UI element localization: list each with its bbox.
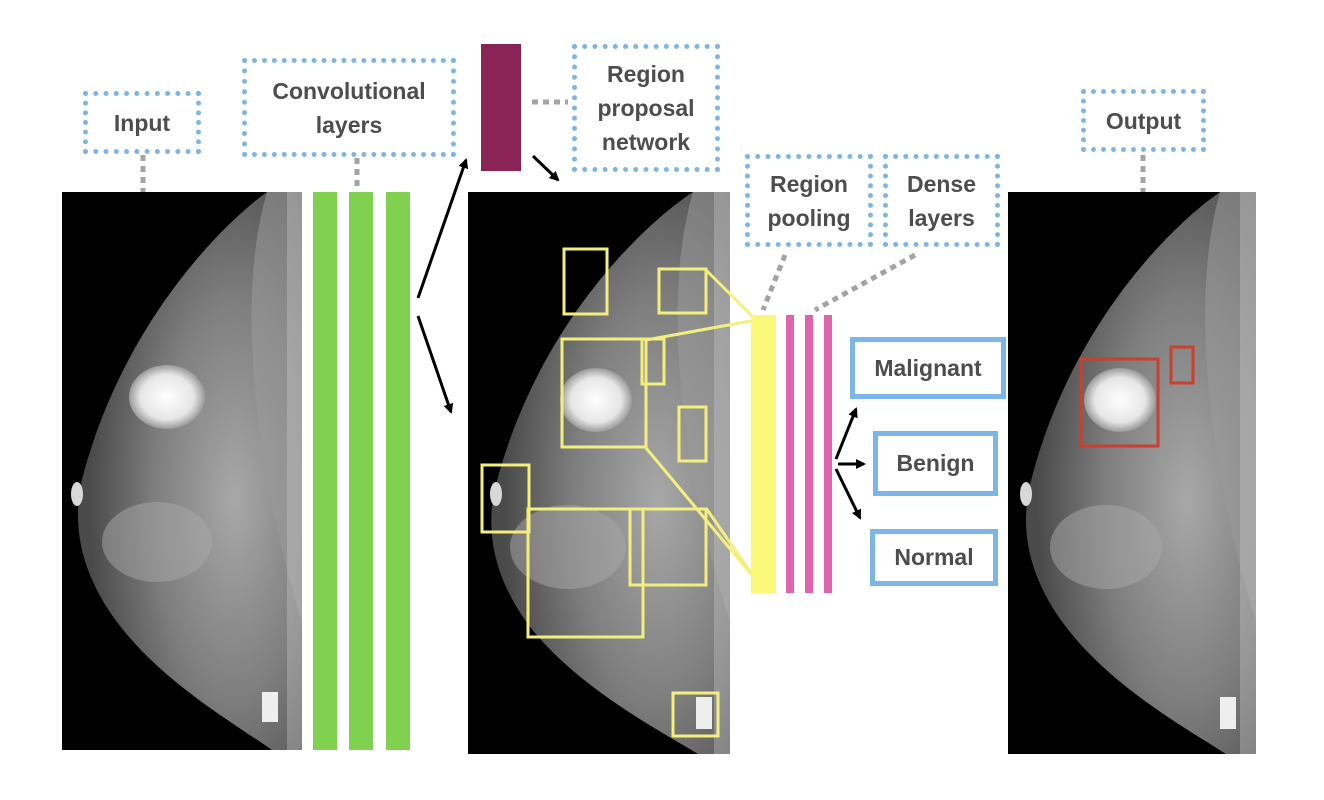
detection-box [1079, 357, 1160, 448]
dense-layer-bar [786, 315, 794, 593]
dense-layer-bar [805, 315, 813, 593]
rpn-block [481, 44, 521, 171]
conv-layers-label: Convolutional layers [242, 58, 456, 157]
rpn-label: Region proposal network [572, 44, 720, 172]
proposal-box [671, 691, 720, 738]
proposal-box [562, 247, 609, 316]
to-normal-arrow [834, 468, 862, 520]
conv-layer-bar [386, 192, 410, 750]
input-mammogram [62, 192, 302, 750]
class-malignant: Malignant [850, 337, 1006, 399]
region-pooling-label: Region pooling [745, 154, 873, 247]
detections [1079, 345, 1195, 448]
proposal-box [628, 507, 708, 587]
dense-layer-bar [824, 315, 832, 593]
proposal-box [657, 267, 708, 315]
proposal-box [526, 507, 645, 639]
to-malignant-arrow [834, 407, 858, 460]
conv-to-rpn-arrow [416, 158, 469, 299]
conv-layer-bar [313, 192, 337, 750]
class-benign: Benign [873, 431, 998, 496]
feature-map-mammogram [468, 192, 730, 754]
input-label: Input [83, 91, 201, 154]
conv-layer-bar [349, 192, 373, 750]
pooling-leader [760, 254, 788, 311]
class-normal: Normal [870, 529, 998, 586]
dense-leader [813, 252, 917, 313]
conv-to-map-arrow [416, 315, 454, 414]
proposal-box [560, 337, 648, 449]
output-label: Output [1081, 89, 1206, 152]
region-pooling-bar [751, 315, 776, 593]
proposal-box [480, 463, 531, 534]
output-mammogram [1008, 192, 1256, 754]
proposal-box [677, 405, 708, 463]
rpn-to-map-arrow [531, 154, 560, 182]
dense-layers-label: Dense layers [883, 154, 1000, 247]
detection-box [1169, 345, 1195, 385]
